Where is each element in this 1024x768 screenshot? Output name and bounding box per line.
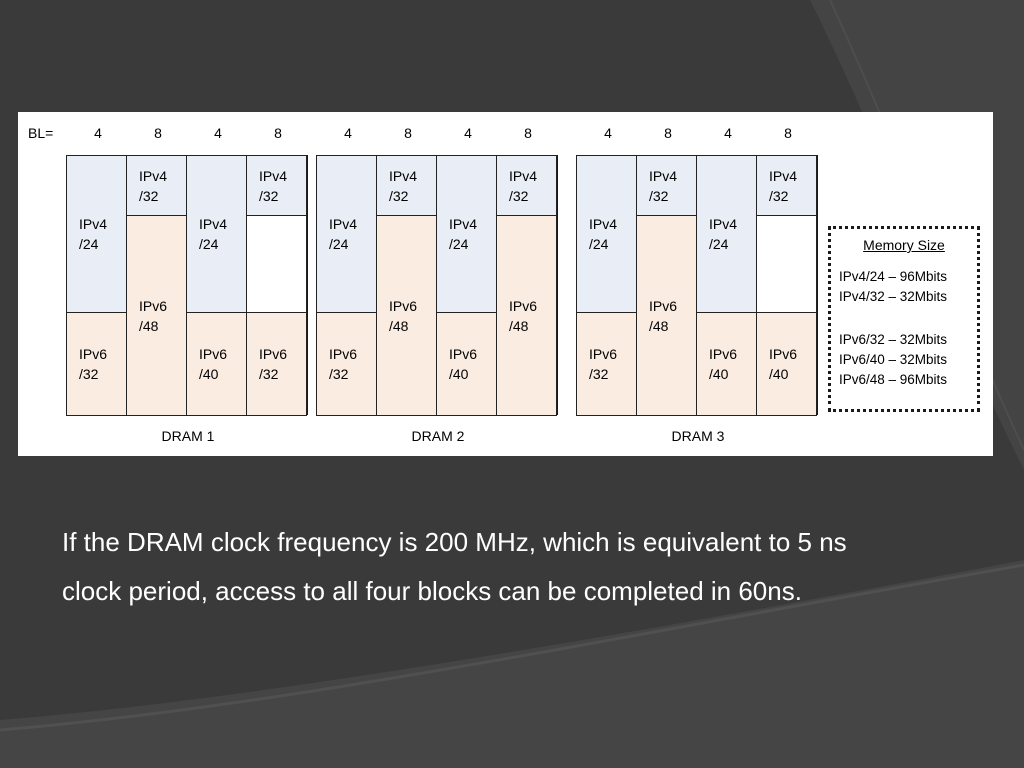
ipv6-block: IPv6 /32: [316, 312, 377, 416]
block-label: IPv6 /48: [139, 297, 168, 334]
block-label: IPv6 /32: [329, 346, 358, 382]
dram-label: DRAM 3: [671, 428, 725, 444]
ipv6-block: IPv6 /48: [496, 215, 557, 416]
bl-value: 4: [214, 125, 222, 141]
ipv6-block: IPv6 /48: [126, 215, 187, 416]
empty-block: [756, 215, 817, 313]
ipv4-block: IPv4 /32: [496, 155, 557, 216]
block-label: IPv6 /48: [509, 297, 538, 334]
memory-size-title: Memory Size: [863, 237, 945, 253]
block-label: IPv4 /32: [649, 167, 678, 204]
ipv4-block: IPv4 /32: [756, 155, 817, 216]
dram-label: DRAM 1: [161, 428, 215, 444]
block-label: IPv6 /40: [709, 346, 738, 382]
ipv4-block: IPv4 /32: [126, 155, 187, 216]
ipv6-block: IPv6 /40: [436, 312, 497, 416]
bl-value: 4: [344, 125, 352, 141]
memory-size-line: IPv4/32 – 32Mbits: [839, 289, 948, 304]
ipv6-block: IPv6 /40: [186, 312, 247, 416]
bl-value: 8: [524, 125, 532, 141]
bl-value: 4: [464, 125, 472, 141]
ipv6-block: IPv6 /32: [66, 312, 127, 416]
block-label: IPv4 /32: [509, 167, 538, 204]
bl-value: 8: [404, 125, 412, 141]
ipv4-block: IPv4 /32: [636, 155, 697, 216]
memory-size-line: IPv6/32 – 32Mbits: [839, 332, 948, 347]
empty-block: [246, 215, 307, 313]
bl-value: 4: [94, 125, 102, 141]
memory-size-line: IPv6/40 – 32Mbits: [839, 352, 948, 367]
ipv4-block: IPv4 /24: [696, 155, 757, 313]
block-label: IPv4 /24: [79, 216, 108, 252]
ipv4-block: IPv4 /24: [576, 155, 637, 313]
block-label: IPv4 /32: [139, 167, 168, 204]
memory-size-legend: Memory Size IPv4/24 – 96Mbits IPv4/32 – …: [828, 226, 980, 412]
block-label: IPv4 /24: [329, 216, 358, 252]
block-label: IPv6 /48: [649, 297, 678, 334]
memory-size-line: IPv6/48 – 96Mbits: [839, 372, 948, 387]
bl-value: 8: [664, 125, 672, 141]
block-label: IPv4 /24: [589, 216, 618, 252]
bl-value: 8: [274, 125, 282, 141]
ipv6-block: IPv6 /48: [376, 215, 437, 416]
ipv6-block: IPv6 /32: [246, 312, 307, 416]
slide-caption: If the DRAM clock frequency is 200 MHz, …: [62, 527, 847, 606]
memory-size-line: IPv4/24 – 96Mbits: [839, 269, 948, 284]
ipv6-block: IPv6 /40: [756, 312, 817, 416]
block-label: IPv4 /24: [709, 216, 738, 252]
block-label: IPv6 /32: [259, 346, 288, 382]
block-label: IPv6 /32: [79, 346, 108, 382]
ipv4-block: IPv4 /24: [66, 155, 127, 313]
block-label: IPv6 /40: [199, 346, 228, 382]
ipv6-block: IPv6 /40: [696, 312, 757, 416]
block-label: IPv6 /32: [589, 346, 618, 382]
ipv4-block: IPv4 /24: [436, 155, 497, 313]
block-label: IPv6 /40: [769, 346, 798, 382]
block-label: IPv4 /32: [259, 167, 288, 204]
bl-value: 4: [724, 125, 732, 141]
ipv6-block: IPv6 /48: [636, 215, 697, 416]
block-label: IPv4 /24: [449, 216, 478, 252]
block-label: IPv6 /48: [389, 297, 418, 334]
ipv6-block: IPv6 /32: [576, 312, 637, 416]
ipv4-block: IPv4 /24: [186, 155, 247, 313]
block-label: IPv4 /32: [769, 167, 798, 204]
ipv4-block: IPv4 /24: [316, 155, 377, 313]
bl-label: BL=: [28, 125, 54, 141]
block-label: IPv4 /24: [199, 216, 228, 252]
ipv4-block: IPv4 /32: [246, 155, 307, 216]
block-label: IPv4 /32: [389, 167, 418, 204]
ipv4-block: IPv4 /32: [376, 155, 437, 216]
dram-label: DRAM 2: [411, 428, 465, 444]
block-label: IPv6 /40: [449, 346, 478, 382]
bl-value: 8: [154, 125, 162, 141]
bl-value: 8: [784, 125, 792, 141]
bl-value: 4: [604, 125, 612, 141]
